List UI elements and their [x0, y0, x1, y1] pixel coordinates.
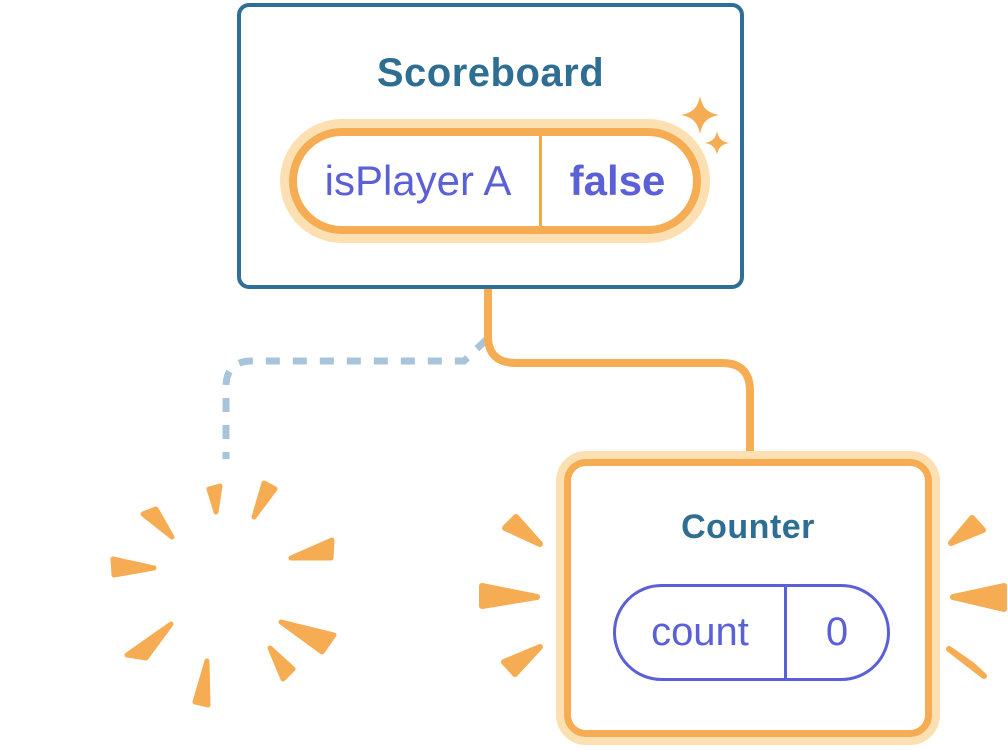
counter-card-border: Counter count 0 [564, 459, 932, 737]
scoreboard-title: Scoreboard [376, 51, 605, 95]
parent-child-connector-line [484, 286, 754, 462]
state-value-label: false [569, 157, 666, 204]
counter-component-card: Counter count 0 [556, 451, 940, 745]
count-value-label: 0 [825, 610, 849, 654]
sparkles-icon [681, 96, 729, 155]
poof-burst-icon [110, 480, 337, 708]
counter-title: Counter [681, 508, 815, 546]
count-pill-divider [784, 587, 787, 678]
highlighted-state-pill: isPlayer A false [280, 119, 710, 243]
state-pill-border: isPlayer A false [289, 128, 701, 234]
pill-divider [539, 136, 542, 226]
scoreboard-component-card: Scoreboard isPlayer A false [237, 3, 744, 289]
emphasis-rays-icon [479, 514, 1007, 679]
removed-branch-dashed-line [222, 336, 490, 459]
state-key-label: isPlayer A [324, 157, 512, 204]
count-key-label: count [651, 610, 749, 654]
count-state-pill: count 0 [613, 584, 890, 681]
